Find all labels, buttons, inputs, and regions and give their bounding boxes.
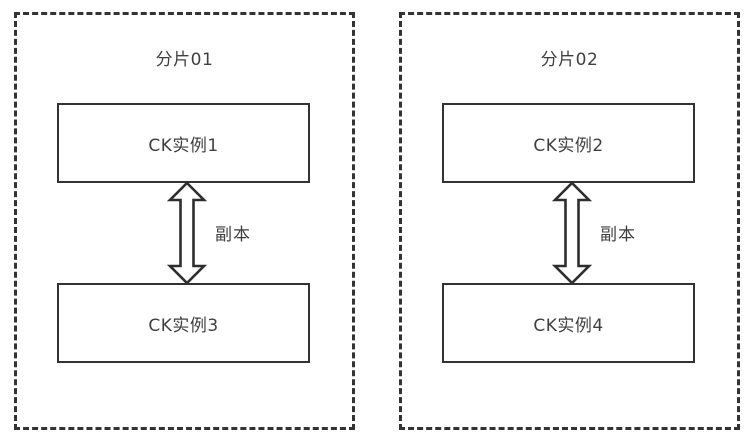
ck-instance-2-label: CK实例2 <box>533 135 604 156</box>
double-arrow-icon <box>551 181 593 285</box>
ck-instance-1-box: CK实例1 <box>57 103 310 183</box>
shard-01-container: 分片01 CK实例1 副本 CK实例3 <box>14 12 355 430</box>
ck-instance-2-box: CK实例2 <box>442 103 695 183</box>
replica-label: 副本 <box>600 225 636 245</box>
double-arrow-icon <box>166 181 208 285</box>
replica-label: 副本 <box>215 225 251 245</box>
shard-02-container: 分片02 CK实例2 副本 CK实例4 <box>399 12 740 430</box>
ck-instance-3-box: CK实例3 <box>57 283 310 363</box>
shard-02-title: 分片02 <box>540 50 599 70</box>
ck-instance-3-label: CK实例3 <box>148 315 219 336</box>
shard-01-title: 分片01 <box>155 50 214 70</box>
ck-instance-1-label: CK实例1 <box>148 135 219 156</box>
ck-instance-4-box: CK实例4 <box>442 283 695 363</box>
ck-instance-4-label: CK实例4 <box>533 315 604 336</box>
